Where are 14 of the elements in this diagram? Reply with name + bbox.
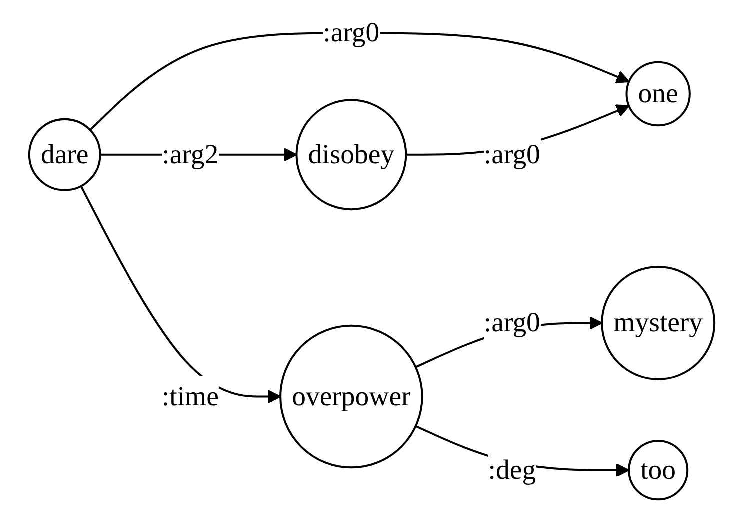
arrow	[80, 186, 282, 404]
node-circle: disobey	[296, 99, 408, 211]
node-circle: dare	[28, 118, 102, 192]
edge-label: :arg0	[484, 138, 540, 170]
edge-label: :time	[162, 380, 219, 412]
node-circle: mystery	[601, 266, 716, 380]
edge-label: :arg0	[484, 307, 540, 338]
node-circle: overpower	[280, 324, 424, 469]
edge-label: :deg	[488, 454, 536, 486]
node-circle: one	[626, 61, 691, 127]
edge-label: :arg0	[323, 16, 380, 48]
edge-label: :arg2	[162, 138, 219, 170]
node-circle: too	[628, 440, 689, 501]
arrow	[90, 32, 630, 131]
